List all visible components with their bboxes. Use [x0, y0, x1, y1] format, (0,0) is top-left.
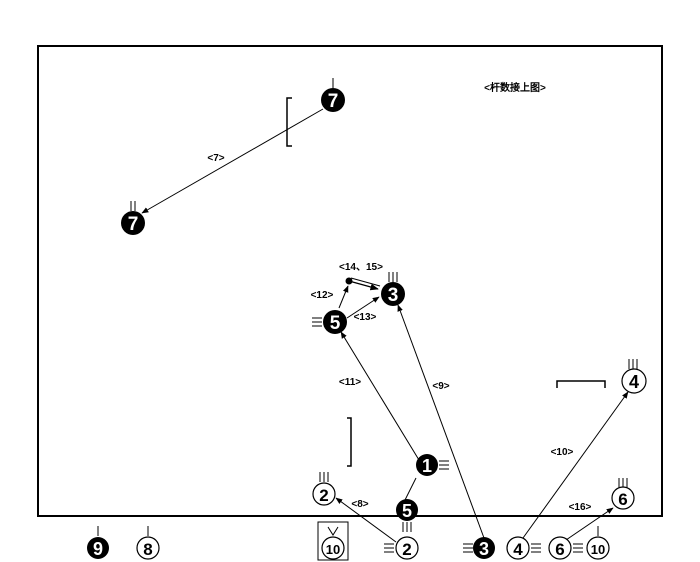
- bracket-top: [286, 97, 292, 147]
- bracket-middle: [347, 417, 352, 467]
- svg-text:4: 4: [629, 372, 639, 392]
- svg-text:5: 5: [330, 313, 341, 334]
- route-label-16: <16>: [569, 502, 592, 513]
- double-tick-mark: [130, 201, 136, 211]
- pole-marker-filled: 3: [473, 537, 495, 559]
- svg-text:8: 8: [143, 540, 152, 559]
- diagram-frame: [37, 45, 663, 517]
- connector-10: [522, 391, 629, 539]
- triple-tick-mark: [319, 472, 329, 482]
- route-label-9: <9>: [432, 381, 449, 392]
- connector-7: [141, 108, 324, 214]
- triple-tick-mark: [388, 272, 398, 282]
- connector-14-15: [348, 280, 379, 291]
- route-label-8: <8>: [351, 499, 368, 510]
- pole-marker-filled: 5: [323, 310, 347, 334]
- svg-text:2: 2: [402, 540, 411, 559]
- connector-9: [397, 304, 485, 539]
- svg-text:3: 3: [388, 285, 399, 306]
- pole-box: [317, 521, 349, 561]
- pole-marker-open: 10: [586, 536, 610, 560]
- pole-marker-open: 6: [611, 486, 635, 510]
- side-tick-mark: [463, 543, 473, 553]
- connector-11: [340, 331, 420, 461]
- side-tick-mark: [531, 543, 541, 553]
- route-label-12: <12>: [311, 290, 334, 301]
- route-label-11: <11>: [339, 377, 361, 388]
- triple-tick-mark: [618, 478, 628, 488]
- svg-text:9: 9: [93, 539, 103, 559]
- pole-marker-filled: 9: [87, 537, 109, 559]
- svg-text:7: 7: [328, 91, 339, 112]
- pole-marker-open: 2: [312, 482, 336, 506]
- route-label-10: <10>: [551, 447, 574, 458]
- pole-marker-open: 4: [506, 536, 530, 560]
- svg-text:7: 7: [128, 214, 139, 235]
- pole-marker-open: 8: [136, 536, 160, 560]
- route-label-7: <7>: [207, 153, 224, 164]
- pole-marker-filled: 7: [321, 88, 345, 112]
- pole-marker-open: 6: [548, 536, 572, 560]
- v-mark: [327, 526, 339, 536]
- connector-16: [565, 507, 614, 541]
- connector-link-1-5: [404, 477, 417, 501]
- svg-text:2: 2: [319, 486, 328, 505]
- pole-small-dot: [345, 277, 353, 285]
- triple-tick-mark: [628, 359, 638, 369]
- svg-text:1: 1: [422, 456, 432, 476]
- route-label-14-15: <14、15>: [339, 262, 383, 273]
- side-tick-mark: [384, 543, 394, 553]
- pole-marker-open: 10: [321, 536, 345, 560]
- connector-14-15-b: [350, 277, 381, 287]
- pole-marker-filled: 3: [381, 282, 405, 306]
- pole-marker-filled: 5: [396, 499, 418, 521]
- side-tick-mark: [439, 460, 449, 470]
- pole-marker-open: 2: [395, 536, 419, 560]
- connector-13: [346, 296, 380, 319]
- connector-12: [338, 285, 349, 309]
- pole-marker-filled: 7: [121, 211, 145, 235]
- side-tick-mark: [312, 317, 322, 327]
- side-tick-mark: [573, 543, 583, 553]
- svg-text:10: 10: [326, 542, 340, 557]
- svg-text:6: 6: [618, 490, 627, 509]
- pole-marker-filled: 1: [416, 454, 438, 476]
- route-label-13: <13>: [354, 312, 377, 323]
- svg-text:10: 10: [591, 542, 605, 557]
- triple-tick-mark: [402, 522, 412, 532]
- bracket-right: [556, 380, 606, 388]
- diagram-title: <杆数接上图>: [484, 81, 546, 94]
- svg-text:4: 4: [513, 540, 523, 559]
- svg-text:3: 3: [479, 539, 489, 559]
- svg-text:5: 5: [402, 501, 412, 521]
- pole-marker-open: 4: [621, 368, 647, 394]
- connector-8: [335, 497, 397, 543]
- svg-text:6: 6: [555, 540, 564, 559]
